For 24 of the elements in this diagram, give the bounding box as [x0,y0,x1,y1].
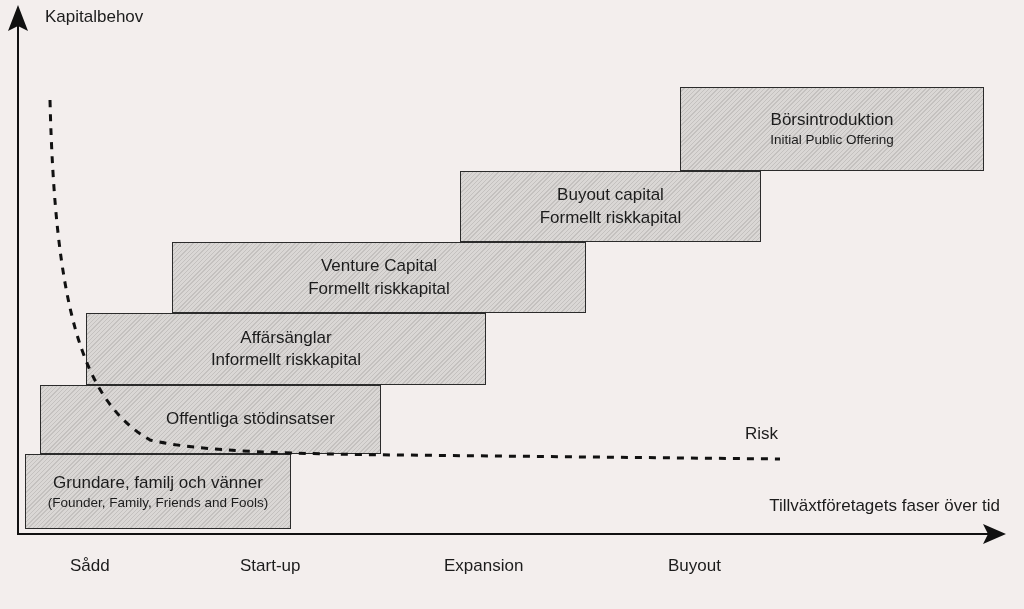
box-subtitle: Informellt riskkapital [210,349,362,371]
axis-label: Kapitalbehov [45,7,144,28]
stage-box [25,454,291,529]
stage-box [86,313,486,385]
box-title: Venture Capital [320,255,438,278]
stage-box [172,242,586,313]
axis-label: Tillväxtföretagets faser över tid [769,496,1000,517]
box-subtitle: Initial Public Offering [770,131,894,149]
box-title: Grundare, familj och vänner [53,471,263,494]
box-title: Börsintroduktion [770,109,894,132]
box-title: Offentliga stödinsatser [166,408,335,431]
phase-label: Sådd [70,556,110,577]
stage-box [680,87,984,171]
stage-box [460,171,761,242]
phase-label: Buyout [668,556,721,577]
box-subtitle: Formellt riskkapital [539,206,682,229]
box-title: Buyout capital [557,184,664,207]
box-subtitle: Formellt riskkapital [308,277,450,300]
curve-label: Risk [745,424,779,445]
stage-box [40,385,381,454]
phase-label: Expansion [444,556,524,577]
box-subtitle: (Founder, Family, Friends and Fools) [47,493,269,512]
box-title: Affärsänglar [240,326,332,349]
phase-label: Start-up [240,556,301,577]
